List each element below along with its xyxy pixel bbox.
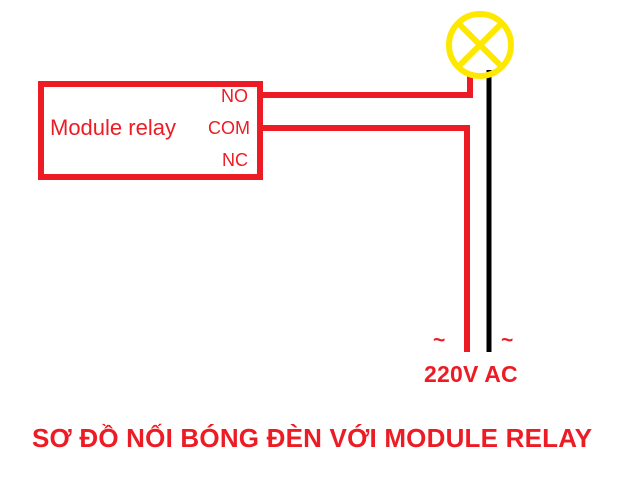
lamp-x-circle-icon	[446, 11, 514, 79]
ac-terminal-left-tilde-icon: ~	[433, 329, 446, 352]
relay-module-name-label: Module relay	[50, 115, 176, 140]
wire-com-to-supply	[258, 125, 470, 352]
terminal-label-nc: NC	[222, 150, 248, 170]
terminal-label-com: COM	[208, 118, 250, 138]
ac-terminal-right-tilde-icon: ~	[501, 329, 514, 352]
terminal-label-no: NO	[221, 86, 248, 106]
wire-no-to-lamp	[260, 72, 473, 98]
supply-voltage-label: 220V AC	[424, 361, 518, 387]
diagram-caption: SƠ ĐỒ NỐI BÓNG ĐÈN VỚI MODULE RELAY	[32, 423, 593, 453]
